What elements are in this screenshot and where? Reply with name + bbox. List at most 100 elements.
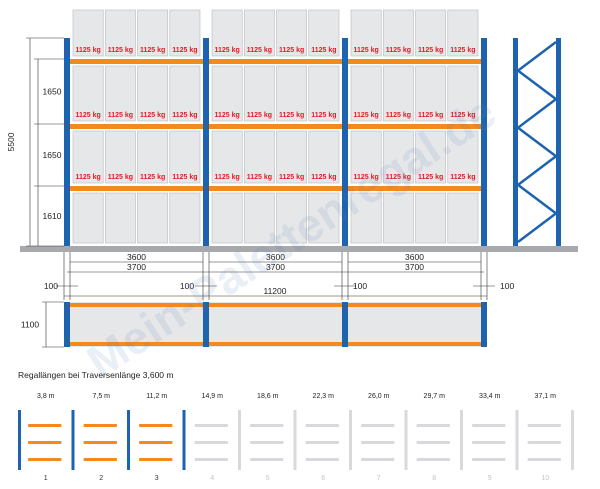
load-label: 1125 kg [108, 112, 133, 119]
pallet-load [211, 9, 243, 57]
total-length-value: 11200 [263, 286, 286, 296]
rack-length-label: 29,7 m [424, 393, 446, 400]
scale-beam [361, 458, 395, 461]
scale-beam [472, 424, 506, 427]
load-label: 1125 kg [140, 174, 165, 181]
load-label: 1125 kg [450, 47, 475, 54]
pallet-load [350, 130, 382, 184]
scale-beam [250, 458, 284, 461]
pallet-load [72, 9, 104, 57]
load-label: 1125 kg [140, 112, 165, 119]
pallet-load [447, 9, 479, 57]
pallet-load [211, 192, 243, 244]
pallet-load [415, 192, 447, 244]
beam [209, 124, 342, 129]
beam [209, 186, 342, 191]
scale-beam [250, 424, 284, 427]
pallet-load [104, 65, 136, 122]
pallet-load [243, 192, 275, 244]
pallet-load [415, 130, 447, 184]
rack-count-number: 9 [488, 475, 492, 482]
pallet-load [308, 192, 340, 244]
rack-length-label: 37,1 m [535, 393, 557, 400]
pallet-load [350, 65, 382, 122]
pallet-load [169, 192, 201, 244]
scale-upright [293, 410, 297, 470]
pallet-load [104, 192, 136, 244]
scale-beam [361, 424, 395, 427]
rack-count-number: 6 [321, 475, 325, 482]
beam [70, 124, 203, 129]
beam-length-value: 3600 [405, 252, 424, 262]
scale-beam [28, 458, 62, 461]
side-frame-upright [556, 38, 561, 246]
scale-beam [83, 458, 117, 461]
scale-beam [305, 441, 339, 444]
scale-beam [416, 424, 450, 427]
top-view-upright [342, 302, 348, 347]
load-label: 1125 kg [311, 112, 336, 119]
pallet-load [211, 65, 243, 122]
load-label: 1125 kg [418, 112, 443, 119]
upright [481, 38, 487, 246]
pallet-load [276, 9, 308, 57]
top-view-upright [64, 302, 70, 347]
load-label: 1125 kg [108, 47, 133, 54]
scale-upright [182, 410, 186, 470]
scale-upright [515, 410, 519, 470]
scale-beam [83, 441, 117, 444]
top-view-beam [70, 303, 203, 307]
pallet-load [447, 130, 479, 184]
top-view-beam [209, 303, 342, 307]
beam [70, 59, 203, 64]
pallet-load [382, 65, 414, 122]
floor [20, 246, 578, 252]
pallet-load [276, 130, 308, 184]
gap-value: 100 [353, 281, 367, 291]
beam [348, 186, 481, 191]
rack-length-label: 3,8 m [37, 393, 55, 400]
pallet-load [72, 65, 104, 122]
pallet-load [72, 130, 104, 184]
upright [64, 38, 70, 246]
scale-upright [238, 410, 241, 470]
beam-length-value: 3600 [127, 252, 146, 262]
scale-beam [416, 441, 450, 444]
gap-value: 100 [500, 281, 514, 291]
rack-count-number: 8 [432, 475, 436, 482]
pallet-load [104, 130, 136, 184]
pallet-load [308, 9, 340, 57]
pallet-load [137, 130, 169, 184]
pallet-load [447, 192, 479, 244]
scale-beam [28, 441, 62, 444]
pallet-load [169, 9, 201, 57]
pallet-load [382, 130, 414, 184]
load-label: 1125 kg [214, 47, 239, 54]
rack-count-number: 3 [155, 475, 159, 482]
rack-length-label: 11,2 m [146, 393, 167, 400]
pallet-load [382, 192, 414, 244]
top-view-beam [348, 303, 481, 307]
load-label: 1125 kg [279, 112, 304, 119]
pallet-load [276, 192, 308, 244]
beam [209, 59, 342, 64]
pallet-load [308, 65, 340, 122]
scale-beam [139, 424, 173, 427]
level-height-value: 1650 [43, 150, 62, 160]
scale-beam [527, 424, 561, 427]
upright [342, 38, 348, 246]
scale-beam [305, 424, 339, 427]
load-label: 1125 kg [418, 47, 443, 54]
scale-beam [28, 424, 62, 427]
scale-beam [194, 458, 228, 461]
bay-width-value: 3700 [266, 262, 285, 272]
load-label: 1125 kg [247, 47, 272, 54]
load-label: 1125 kg [214, 174, 239, 181]
gap-value: 100 [44, 281, 58, 291]
load-label: 1125 kg [75, 174, 100, 181]
rack-count-number: 2 [99, 475, 103, 482]
load-label: 1125 kg [140, 47, 165, 54]
pallet-load [308, 130, 340, 184]
pallet-load [276, 65, 308, 122]
pallet-load [104, 9, 136, 57]
